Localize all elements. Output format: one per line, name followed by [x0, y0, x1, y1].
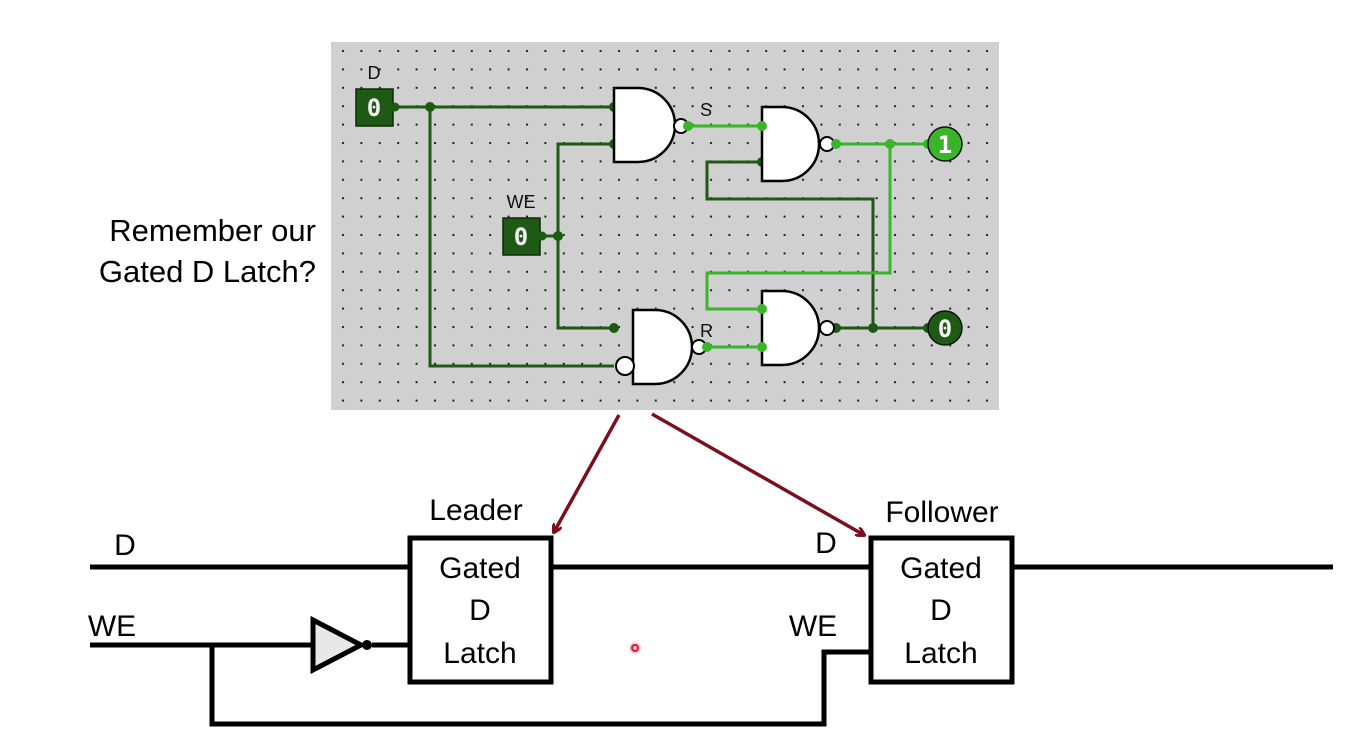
input-inversion-bubble: [615, 356, 635, 376]
input-d-pin: [390, 102, 400, 112]
nand-body: [612, 86, 677, 164]
output-q-lamp: [927, 126, 963, 162]
nand-body: [631, 308, 694, 386]
caption: Remember our Gated D Latch?: [99, 213, 316, 289]
follower-d-label: D: [815, 527, 837, 560]
label-d-input: D: [114, 529, 136, 562]
wire-we-to-follower: [209, 645, 871, 727]
junction-dot: [757, 121, 767, 131]
leader-box: [407, 535, 554, 685]
input-we-pin: [537, 231, 547, 241]
input-d-value: 0: [367, 94, 381, 122]
high-junctions: [683, 121, 895, 352]
nand-gate-qbar[interactable]: [760, 289, 835, 367]
follower-title: Follower: [885, 496, 998, 529]
junction-dot: [609, 323, 619, 333]
input-d[interactable]: D 0: [355, 63, 400, 127]
wire-d-to-gate2: [428, 107, 614, 368]
junction-dot: [885, 139, 895, 149]
junction-dot: [831, 139, 841, 149]
junction-dot: [683, 121, 693, 131]
follower-box: [868, 535, 1015, 685]
output-q-value: 1: [938, 131, 952, 159]
pointer-arrows: [554, 412, 864, 535]
arrow-to-leader: [554, 414, 621, 532]
wire-label-r: R: [700, 321, 713, 341]
output-q: 1: [923, 126, 963, 162]
inverter: [310, 615, 372, 675]
caption-line-2: Gated D Latch?: [99, 254, 316, 289]
flipflop-diagram: D WE Leader Gated D Latch Follower Gated…: [88, 494, 1333, 727]
follower-latch[interactable]: Follower Gated D Latch D WE: [789, 496, 1015, 685]
high-wires: [686, 124, 928, 349]
leader-title: Leader: [429, 494, 522, 527]
inverter-triangle: [310, 615, 367, 675]
input-we-value: 0: [514, 223, 528, 251]
pointer-glow: [629, 642, 641, 654]
label-we-input: WE: [88, 610, 136, 643]
follower-line-2: D: [930, 594, 952, 627]
circuit-panel: S R D 0 WE 0 1 0: [331, 42, 999, 410]
inverter-bubble: [362, 640, 372, 650]
wire-q-feedback: [705, 144, 892, 311]
output-qbar-lamp: [927, 310, 963, 346]
nand-body: [760, 105, 821, 183]
caption-line-1: Remember our: [109, 213, 316, 248]
follower-we-label: WE: [789, 610, 837, 643]
laser-pointer: [629, 642, 641, 654]
leader-line-2: D: [469, 594, 491, 627]
arrow-to-follower: [651, 412, 864, 535]
junction-dot: [553, 231, 563, 241]
pointer-dot: [631, 644, 639, 652]
nand-gate-q[interactable]: [760, 105, 835, 183]
nand-gate-r[interactable]: [615, 308, 707, 386]
output-qbar: 0: [923, 310, 963, 346]
output-qbar-value: 0: [938, 315, 952, 343]
leader-line-3: Latch: [443, 637, 516, 670]
junction-dot: [702, 342, 712, 352]
nand-body: [760, 289, 821, 367]
follower-line-1: Gated: [900, 552, 982, 585]
input-we-toggle[interactable]: [502, 217, 541, 256]
junction-dot: [868, 323, 878, 333]
junction-dot: [757, 304, 767, 314]
inversion-bubble: [819, 320, 835, 336]
input-d-label: D: [368, 63, 381, 83]
follower-line-3: Latch: [904, 637, 977, 670]
input-we[interactable]: WE 0: [502, 192, 547, 256]
leader-line-1: Gated: [439, 552, 521, 585]
flipflop-wires: [90, 564, 1333, 727]
input-d-toggle[interactable]: [355, 88, 394, 127]
leader-latch[interactable]: Leader Gated D Latch: [407, 494, 554, 685]
junction-dot: [757, 342, 767, 352]
wire-label-s: S: [700, 100, 712, 120]
wire-qbar-feedback: [705, 160, 875, 328]
junction-dot: [425, 102, 435, 112]
input-we-label: WE: [507, 192, 536, 212]
